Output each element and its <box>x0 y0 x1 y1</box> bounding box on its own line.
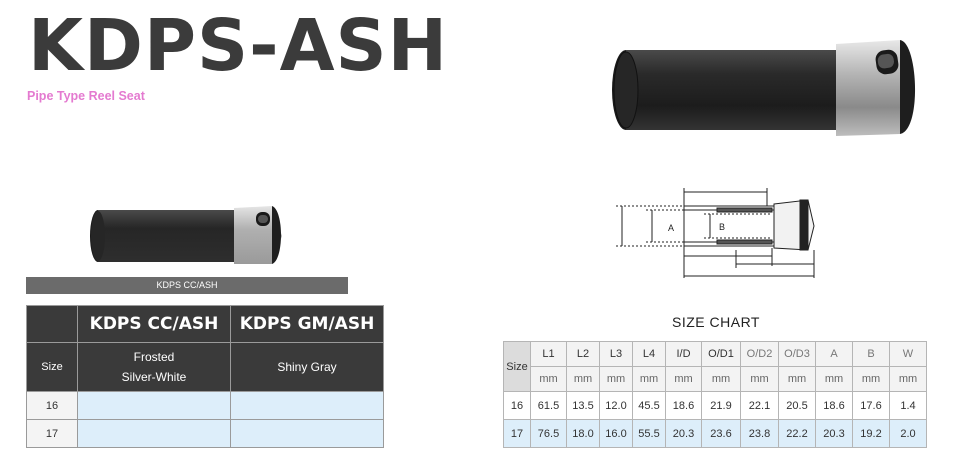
finish-cc: Frosted Silver-White <box>77 342 231 392</box>
unit-header: mm <box>701 366 741 392</box>
cell: 20.3 <box>665 419 702 448</box>
unit-header: mm <box>632 366 666 392</box>
dimension-diagram: A B <box>616 188 815 278</box>
finish-cc-line1: Frosted <box>133 350 175 364</box>
col-header: A <box>815 341 853 367</box>
col-header: O/D2 <box>740 341 779 367</box>
reel-seat-product-image-large <box>612 40 916 136</box>
col-header: I/D <box>665 341 702 367</box>
cell: 20.5 <box>778 391 816 420</box>
page-title: KDPS-ASH <box>28 4 449 87</box>
page-subtitle: Pipe Type Reel Seat <box>27 89 145 103</box>
unit-header: mm <box>852 366 890 392</box>
unit-header: mm <box>740 366 779 392</box>
table-row: 16 <box>26 391 384 420</box>
table-row: 17 <box>26 419 384 448</box>
table-row: 16 61.5 13.5 12.0 45.5 18.6 21.9 22.1 20… <box>503 391 927 420</box>
col-header: W <box>889 341 927 367</box>
cell: 17.6 <box>852 391 890 420</box>
availability-cell <box>77 391 231 420</box>
cell: 76.5 <box>530 419 567 448</box>
unit-header: mm <box>665 366 702 392</box>
model-header-cc: KDPS CC/ASH <box>77 305 231 343</box>
availability-cell <box>230 391 384 420</box>
col-header: L4 <box>632 341 666 367</box>
cell: 20.3 <box>815 419 853 448</box>
diagram-label-a: A <box>668 223 674 233</box>
unit-header: mm <box>778 366 816 392</box>
cell: 18.6 <box>815 391 853 420</box>
unit-header: mm <box>815 366 853 392</box>
cell: 55.5 <box>632 419 666 448</box>
diagram-label-b: B <box>719 222 725 232</box>
row-size: 16 <box>503 391 531 420</box>
col-header: L2 <box>566 341 600 367</box>
col-header: O/D3 <box>778 341 816 367</box>
table-row: 17 76.5 18.0 16.0 55.5 20.3 23.6 23.8 22… <box>503 419 927 448</box>
unit-header: mm <box>566 366 600 392</box>
cell: 13.5 <box>566 391 600 420</box>
unit-header: mm <box>889 366 927 392</box>
cell: 12.0 <box>599 391 633 420</box>
row-size: 17 <box>26 419 78 448</box>
col-header: B <box>852 341 890 367</box>
col-header: L3 <box>599 341 633 367</box>
size-header: Size <box>26 342 78 392</box>
cell: 22.1 <box>740 391 779 420</box>
size-chart-size-header: Size <box>503 341 531 392</box>
finish-gm-line1: Shiny Gray <box>277 360 337 374</box>
finish-gm: Shiny Gray <box>230 342 384 392</box>
product-caption-bar: KDPS CC/ASH <box>26 277 348 294</box>
cell: 18.0 <box>566 419 600 448</box>
finish-table: KDPS CC/ASH KDPS GM/ASH Size Frosted Sil… <box>26 305 384 448</box>
row-size: 16 <box>26 391 78 420</box>
cell: 23.6 <box>701 419 741 448</box>
cell: 21.9 <box>701 391 741 420</box>
cell: 45.5 <box>632 391 666 420</box>
availability-cell <box>77 419 231 448</box>
cell: 61.5 <box>530 391 567 420</box>
cell: 16.0 <box>599 419 633 448</box>
model-header-gm: KDPS GM/ASH <box>230 305 384 343</box>
cell: 19.2 <box>852 419 890 448</box>
finish-table-corner <box>26 305 78 343</box>
col-header: O/D1 <box>701 341 741 367</box>
reel-seat-product-image-small <box>90 206 282 264</box>
cell: 1.4 <box>889 391 927 420</box>
size-chart-title: SIZE CHART <box>672 314 760 330</box>
unit-header: mm <box>530 366 567 392</box>
unit-header: mm <box>599 366 633 392</box>
col-header: L1 <box>530 341 567 367</box>
availability-cell <box>230 419 384 448</box>
cell: 23.8 <box>740 419 779 448</box>
size-chart-table: Size L1 L2 L3 L4 I/D O/D1 O/D2 O/D3 A B … <box>503 341 927 448</box>
finish-cc-line2: Silver-White <box>121 370 187 384</box>
cell: 22.2 <box>778 419 816 448</box>
cell: 2.0 <box>889 419 927 448</box>
row-size: 17 <box>503 419 531 448</box>
cell: 18.6 <box>665 391 702 420</box>
